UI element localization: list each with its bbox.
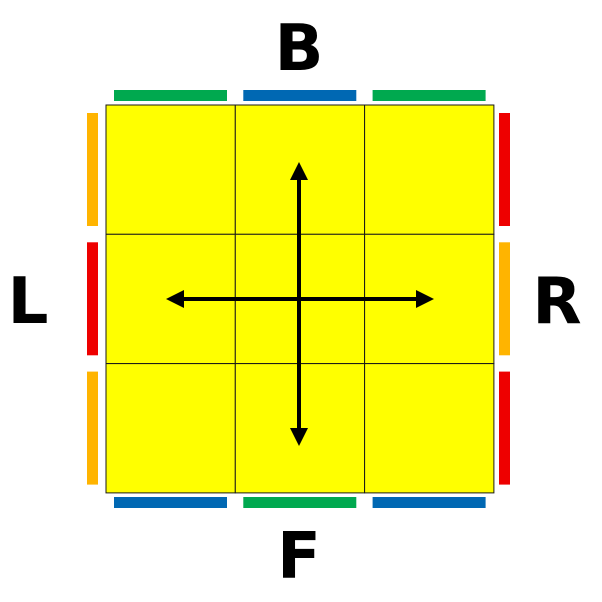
left-sticker-3 bbox=[87, 371, 98, 485]
right-sticker-1 bbox=[499, 113, 510, 226]
arrow-head-up-icon bbox=[290, 162, 308, 180]
front-sticker-3 bbox=[372, 497, 486, 508]
label-front: F bbox=[277, 520, 321, 594]
top-sticker-r3-c3 bbox=[364, 363, 495, 494]
right-sticker-2 bbox=[499, 242, 510, 356]
move-arrows bbox=[166, 162, 434, 446]
front-sticker-2 bbox=[243, 497, 357, 508]
back-sticker-3 bbox=[372, 90, 486, 101]
label-back: B bbox=[275, 12, 324, 86]
arrow-head-left-icon bbox=[166, 290, 184, 308]
back-sticker-1 bbox=[114, 90, 227, 101]
arrow-head-right-icon bbox=[416, 290, 434, 308]
top-sticker-r1-c1 bbox=[105, 104, 236, 235]
top-sticker-r1-c3 bbox=[364, 104, 495, 235]
top-sticker-r3-c1 bbox=[105, 363, 236, 494]
label-right: R bbox=[532, 265, 581, 339]
back-sticker-2 bbox=[243, 90, 357, 101]
left-sticker-1 bbox=[87, 113, 98, 226]
arrow-head-down-icon bbox=[290, 428, 308, 446]
side-stickers bbox=[87, 90, 510, 508]
right-sticker-3 bbox=[499, 371, 510, 485]
label-left: L bbox=[8, 265, 49, 339]
top-face-grid bbox=[105, 104, 495, 494]
front-sticker-1 bbox=[114, 497, 227, 508]
left-sticker-2 bbox=[87, 242, 98, 356]
